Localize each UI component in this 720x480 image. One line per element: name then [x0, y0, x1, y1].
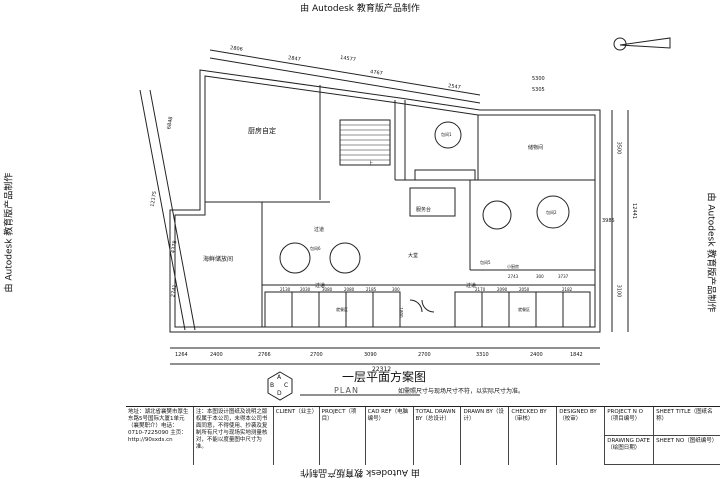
room-label: 包间6 [310, 246, 321, 251]
dim-label: 300 [536, 274, 544, 279]
dim-label: 2743 [508, 274, 519, 279]
dim-label: 2030 [300, 287, 311, 292]
dim-label: 2185 [366, 287, 377, 292]
room-label: 储物间 [528, 145, 544, 151]
drawing-date-field: DRAWING DATE（绘图日期） [605, 436, 654, 465]
drawing-subtitle: PLAN [334, 386, 359, 395]
designed-by-field: DESIGNED BY（校审） [557, 407, 606, 465]
room-label: 海鲜储放间 [203, 256, 234, 263]
room-label: 包间5 [480, 260, 491, 265]
outer-wall [169, 69, 601, 333]
room-label: 过道 [315, 283, 326, 289]
dim-label: 3080 [322, 287, 333, 292]
logo [267, 371, 293, 401]
entrance-door [409, 299, 435, 313]
dim-label: 2766 [258, 352, 271, 358]
dim-label: 2090 [497, 287, 508, 292]
room-label: 过道 [314, 227, 325, 233]
dim-label: 300 [392, 287, 400, 292]
dim-label: 3500 [615, 141, 622, 155]
dim-label: 1800 [398, 307, 404, 318]
room-label: 就餐区 [336, 307, 348, 312]
drawing-title: 一层平面方案图 [342, 370, 427, 384]
sheet-no-field: SHEET NO（图纸编号） [654, 436, 720, 465]
sheet-stack: SHEET TITLE（图纸名称） SHEET NO（图纸编号） [654, 407, 720, 465]
room-label: 包间2 [546, 210, 557, 215]
dim-label: 3090 [364, 352, 377, 358]
dim-label: 2700 [418, 352, 431, 358]
dim-label: 22312 [372, 366, 392, 373]
room-label: 就餐区 [518, 307, 530, 312]
dim-label: 2400 [210, 352, 223, 358]
dim-label: 3310 [476, 352, 489, 358]
logo-letter: A [277, 374, 282, 381]
company-info: 地址：湖北省襄樊市厚生东路5号国际大厦1单元（襄樊职介）电话：0710-7225… [126, 407, 194, 465]
dim-label: 3985 [602, 218, 615, 224]
room-label: 服务台 [416, 207, 432, 213]
room-label: 小厨房 [507, 264, 519, 269]
dim-label: 5305 [532, 87, 545, 93]
outer-wall-inner [174, 75, 596, 328]
dim-label: 3100 [615, 284, 622, 298]
project-no-stack: PROJECT N O（项目编号） DRAWING DATE（绘图日期） [605, 407, 655, 465]
stair [339, 119, 391, 166]
drawing-note: 如需照尺寸与现场尺寸不符，以实际尺寸为准。 [398, 388, 525, 395]
copyright-notice: 注：本图设计图纸及说明之版权属于本公司，未得本公司书面同意，不得使用、抄袭及复制… [194, 407, 274, 465]
dim-label: 2400 [530, 352, 543, 358]
checked-by-field: CHECKED BY（审核） [509, 407, 558, 465]
dining-table [434, 121, 462, 149]
logo-letter: B [270, 382, 275, 389]
dim-label: 2700 [310, 352, 323, 358]
logo-letter: D [277, 390, 282, 397]
room-label: 过道 [466, 283, 477, 289]
room-label: 厨房自定 [248, 127, 276, 135]
watermark-top: 由 Autodesk 教育版产品制作 [300, 4, 420, 14]
dining-table [536, 195, 570, 229]
total-drawn-field: TOTAL DRAWN BY（总设计） [414, 407, 462, 465]
room-label: 大堂 [408, 253, 419, 259]
project-field: PROJECT（项目） [320, 407, 366, 465]
service-counter [409, 187, 456, 217]
north-arrow [619, 37, 671, 49]
dining-table [329, 242, 361, 274]
cad-ref-field: CAD REF（电脑编号） [366, 407, 414, 465]
dim-label: 2130 [280, 287, 291, 292]
room-label: 上 [368, 161, 374, 167]
client-field: CLIENT（业主） [274, 407, 320, 465]
dim-label: 1264 [175, 352, 188, 358]
dim-label: 2182 [562, 287, 573, 292]
dining-table [482, 200, 512, 230]
dim-label: 1842 [570, 352, 583, 358]
dim-label: 3737 [558, 274, 569, 279]
drawn-by-field: DRAWN BY（设计） [461, 407, 510, 465]
dim-label: 12441 [630, 203, 637, 219]
logo-letter: C [284, 382, 289, 389]
dim-label: 2080 [344, 287, 355, 292]
sheet-title-field: SHEET TITLE（图纸名称） [654, 407, 720, 436]
room-label: 包间1 [441, 132, 452, 137]
project-no-field: PROJECT N O（项目编号） [605, 407, 654, 436]
dining-table [279, 242, 311, 274]
dim-label: 5300 [532, 76, 545, 82]
dim-label: 2050 [519, 287, 530, 292]
title-block: 地址：湖北省襄樊市厚生东路5号国际大厦1单元（襄樊职介）电话：0710-7225… [126, 406, 720, 465]
dim-label: 2170 [475, 287, 486, 292]
